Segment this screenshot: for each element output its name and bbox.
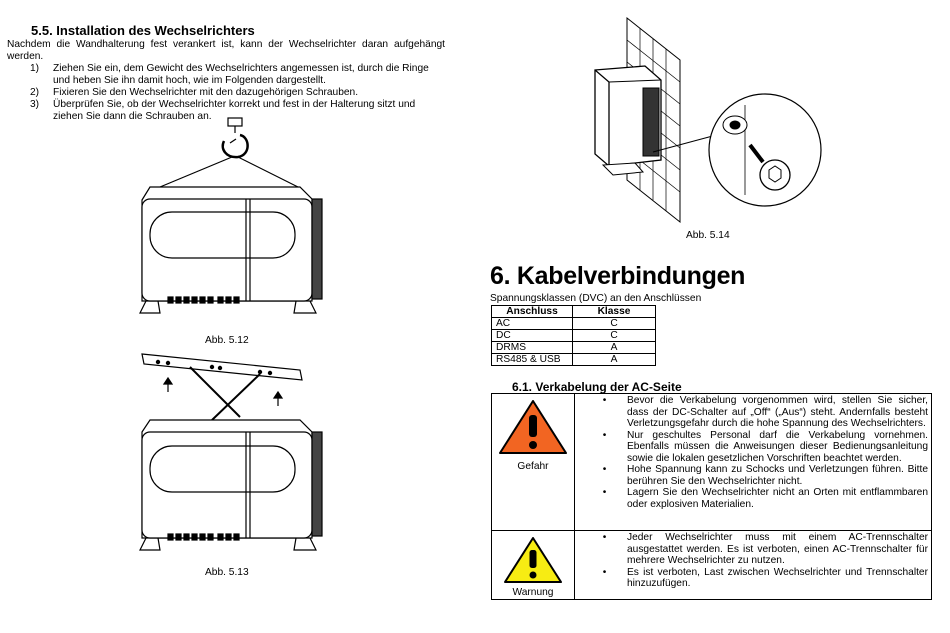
warning-symbol-cell: Warnung — [491, 530, 575, 600]
voltage-class-table: Anschluss Klasse AC C DC C DRMS A RS485 … — [491, 305, 656, 366]
list-item: 3)Überprüfen Sie, ob der Wechselrichter … — [30, 99, 416, 122]
figure-5-13-bracket-illustration — [139, 353, 323, 551]
table-cell: AC — [491, 317, 573, 330]
table-header-row: Anschluss Klasse — [491, 305, 656, 318]
table-header-anschluss: Anschluss — [491, 305, 573, 318]
table-cell: A — [572, 341, 656, 354]
table-cell: RS485 & USB — [491, 353, 573, 366]
list-item: •Es ist verboten, Last zwischen Wechselr… — [602, 566, 928, 590]
table-row: RS485 & USB A — [491, 353, 656, 366]
table-row: DRMS A — [491, 341, 656, 354]
table-cell: DC — [491, 329, 573, 342]
list-item: •Lagern Sie den Wechselrichter nicht an … — [602, 487, 928, 510]
table-row: DC C — [491, 329, 656, 342]
figure-5-12-hoist-illustration — [139, 117, 323, 314]
table-cell: C — [572, 317, 656, 330]
table-cell: A — [572, 353, 656, 366]
list-item: •Hohe Spannung kann zu Schocks und Verle… — [602, 464, 928, 487]
caution-warning-triangle-icon — [504, 537, 562, 583]
danger-symbol-cell: Gefahr — [491, 393, 575, 531]
section-heading-5-5: 5.5. Installation des Wechselrichters — [31, 23, 255, 38]
warning-row: Warnung •Jeder Wechselrichter muss mit e… — [491, 530, 932, 600]
voltage-class-subtitle: Spannungsklassen (DVC) an den Anschlüsse… — [490, 293, 702, 304]
chapter-heading-6: 6. Kabelverbindungen — [490, 262, 746, 290]
danger-label: Gefahr — [517, 461, 549, 472]
list-item: •Nur geschultes Personal darf die Verkab… — [602, 429, 928, 464]
warning-text-cell: •Jeder Wechselrichter muss mit einem AC-… — [574, 530, 932, 600]
table-cell: DRMS — [491, 341, 573, 354]
danger-row: Gefahr •Bevor die Verkabelung vorgenomme… — [491, 393, 932, 531]
figure-caption-5-12: Abb. 5.12 — [205, 335, 249, 346]
list-item: 1)Ziehen Sie ein, dem Gewicht des Wechse… — [30, 63, 429, 86]
section-heading-6-1: 6.1. Verkabelung der AC-Seite — [512, 380, 682, 394]
table-row: AC C — [491, 317, 656, 330]
figure-5-14-wall-mount-illustration — [594, 16, 822, 224]
table-cell: C — [572, 329, 656, 342]
danger-text-cell: •Bevor die Verkabelung vorgenommen wird,… — [574, 393, 932, 531]
warning-label: Warnung — [512, 587, 554, 598]
safety-notice-table: Gefahr •Bevor die Verkabelung vorgenomme… — [491, 393, 932, 600]
table-header-klasse: Klasse — [572, 305, 656, 318]
intro-paragraph: Nachdem die Wandhalterung fest verankert… — [7, 39, 445, 62]
figure-caption-5-13: Abb. 5.13 — [205, 567, 249, 578]
figure-caption-5-14: Abb. 5.14 — [686, 230, 730, 241]
steps-list: 1)Ziehen Sie ein, dem Gewicht des Wechse… — [7, 63, 447, 123]
list-item: •Bevor die Verkabelung vorgenommen wird,… — [602, 395, 928, 429]
danger-warning-triangle-icon — [499, 400, 567, 454]
list-item: •Jeder Wechselrichter muss mit einem AC-… — [602, 532, 928, 566]
list-item: 2)Fixieren Sie den Wechselrichter mit de… — [30, 87, 359, 98]
